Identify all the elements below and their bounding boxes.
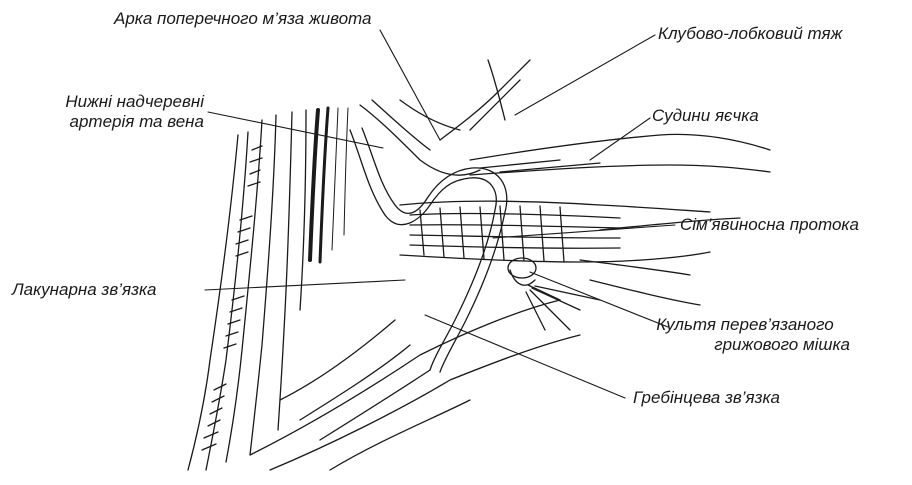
label-hernia-sac-stump-line1: Культя перев’язаного bbox=[640, 315, 850, 335]
label-iliopubic-tract: Клубово-лобковий тяж bbox=[658, 24, 842, 44]
testicular-vessels bbox=[470, 134, 770, 175]
label-arch: Арка поперечного м’яза живота bbox=[114, 9, 371, 29]
label-inferior-epigastric: Нижні надчеревні артерія та вена bbox=[28, 92, 204, 132]
label-hernia-sac-stump: Культя перев’язаного грижового мішка bbox=[640, 315, 850, 355]
label-testicular-vessels: Судини яєчка bbox=[652, 106, 759, 126]
label-lacunar-ligament: Лакунарна зв’язка bbox=[12, 280, 156, 300]
label-inferior-epigastric-line1: Нижні надчеревні bbox=[28, 92, 204, 112]
label-vas-deferens: Сім’явиносна протока bbox=[680, 215, 859, 235]
label-inferior-epigastric-line2: артерія та вена bbox=[28, 112, 204, 132]
label-hernia-sac-stump-line2: грижового мішка bbox=[640, 335, 850, 355]
pelvic-floor bbox=[250, 300, 580, 470]
spermatic-cord bbox=[400, 201, 710, 262]
transverse-arch bbox=[360, 60, 530, 175]
label-pectineal-ligament: Гребінцева зв’язка bbox=[633, 388, 780, 408]
